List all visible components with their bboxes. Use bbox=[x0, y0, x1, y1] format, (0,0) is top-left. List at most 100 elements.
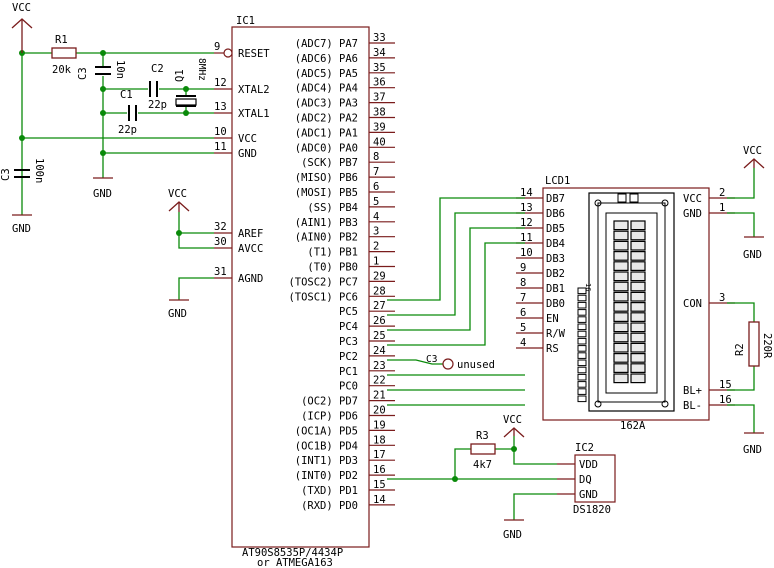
lcd-cell bbox=[630, 251, 646, 261]
gnd-symbol-agnd: GND bbox=[168, 299, 189, 320]
lcd-connector-pad bbox=[577, 345, 587, 352]
r2-value: 220R bbox=[761, 333, 773, 359]
capacitor-c3-10n: C3 10n bbox=[77, 60, 126, 80]
mcu-pin-name: (OC1A) PD5 bbox=[295, 425, 358, 437]
mcu-pin-name: AVCC bbox=[238, 243, 263, 255]
capacitor-c3-100n: C3 100n bbox=[0, 158, 45, 183]
lcd-connector-pad bbox=[577, 316, 587, 323]
mcu-pin-name: (INT1) PD3 bbox=[295, 455, 358, 467]
mcu-pin-number: 39 bbox=[373, 121, 386, 133]
mcu-pin-number: 11 bbox=[214, 141, 227, 153]
wires bbox=[21, 52, 755, 520]
r2-ref: R2 bbox=[734, 343, 746, 356]
mcu-pin-number: 30 bbox=[214, 236, 227, 248]
lcd-pin-number: 16 bbox=[719, 394, 732, 406]
lcd-cell bbox=[630, 302, 646, 312]
lcd-pin-name: DB3 bbox=[546, 253, 565, 265]
lcd-pin-number: 13 bbox=[520, 202, 533, 214]
c3-top-ref: C3 bbox=[77, 67, 89, 80]
unused-label: unused bbox=[457, 359, 495, 371]
c2-ref: C2 bbox=[151, 63, 164, 75]
mcu-pin-name: AGND bbox=[238, 273, 263, 285]
lcd-connector-pad bbox=[577, 330, 587, 338]
lcd-connector-pad bbox=[577, 373, 587, 381]
lcd-connector-pad bbox=[577, 309, 587, 316]
lcd-pin-number: 9 bbox=[520, 262, 526, 274]
mcu-pin-name: (T0) PB0 bbox=[307, 262, 358, 274]
lcd-pin-number: 1 bbox=[719, 202, 725, 214]
mcu-pin-name: (ADC4) PA4 bbox=[295, 83, 358, 95]
mcu-pin-name: PC2 bbox=[339, 351, 358, 363]
mcu-pin-number: 37 bbox=[373, 92, 386, 104]
capacitor-c1: C1 22p bbox=[118, 89, 137, 136]
r1-ref: R1 bbox=[55, 34, 68, 46]
lcd-connector-pads bbox=[577, 287, 587, 403]
mcu-pin-number: 31 bbox=[214, 266, 227, 278]
mcu-pin-name: (OC1B) PD4 bbox=[295, 440, 358, 452]
reset-inversion-bubble bbox=[223, 48, 233, 58]
sensor-ic2: IC2 DS1820 VDD DQ GND bbox=[557, 442, 616, 516]
mcu-pin-number: 3 bbox=[373, 226, 379, 238]
lcd-pin-name: BL- bbox=[683, 400, 702, 412]
lcd-pin-number: 6 bbox=[520, 307, 526, 319]
mcu-pin-name: (MISO) PB6 bbox=[295, 172, 358, 184]
mcu-pin-number: 2 bbox=[373, 241, 379, 253]
lcd-pin-number: 7 bbox=[520, 292, 526, 304]
mcu-pin-name: (AIN1) PB3 bbox=[295, 217, 358, 229]
mcu-pin-number: 29 bbox=[373, 270, 386, 282]
mcu-pin-name: (T1) PB1 bbox=[307, 247, 358, 259]
lcd-pin-number: 12 bbox=[520, 217, 533, 229]
lcd-connector-pad bbox=[577, 301, 587, 309]
mcu-pin-number: 12 bbox=[214, 77, 227, 89]
r3-value: 4k7 bbox=[473, 459, 492, 471]
lcd-cell bbox=[613, 261, 629, 271]
mcu-left-pins: 9RESET12XTAL213XTAL110VCC11GND32AREF30AV… bbox=[214, 41, 270, 285]
sensor-part: DS1820 bbox=[573, 504, 611, 516]
lcd-cell bbox=[630, 322, 646, 333]
lcd-part: 162A bbox=[620, 420, 646, 432]
lcd-cell bbox=[630, 312, 646, 322]
lcd-connector-pad bbox=[577, 381, 587, 388]
lcd-tab-right bbox=[629, 193, 639, 203]
lcd-pin-name: DB4 bbox=[546, 238, 565, 250]
lcd-connector-pad bbox=[577, 287, 587, 295]
lcd-ref: LCD1 bbox=[545, 175, 570, 187]
lcd-cell bbox=[613, 302, 629, 312]
lcd-cell bbox=[613, 251, 629, 261]
lcd-pin-name: DB5 bbox=[546, 223, 565, 235]
c3-left-value: 100n bbox=[33, 158, 45, 183]
mcu-pin-name: RESET bbox=[238, 48, 270, 60]
mcu-pin-name: (MOSI) PB5 bbox=[295, 187, 358, 199]
mcu-pin-name: VCC bbox=[238, 133, 257, 145]
lcd-cell bbox=[630, 220, 646, 231]
lcd-connector-pad bbox=[577, 323, 587, 331]
mcu-pin-name: (ADC5) PA5 bbox=[295, 68, 358, 80]
lcd-pin-name: BL+ bbox=[683, 385, 702, 397]
lcd-connector-pad bbox=[577, 352, 587, 359]
lcd-mount-holes bbox=[594, 199, 669, 408]
mcu-pin-name: PC1 bbox=[339, 366, 358, 378]
lcd-cell bbox=[630, 353, 646, 363]
svg-text:VCC: VCC bbox=[743, 145, 762, 157]
mcu-pin-name: PC4 bbox=[339, 321, 358, 333]
lcd-pin-number: 5 bbox=[520, 322, 526, 334]
lcd-connector-pad bbox=[577, 294, 587, 302]
mcu-pin-name: (TOSC1) PC6 bbox=[288, 291, 358, 303]
mcu-pin-name: XTAL2 bbox=[238, 84, 270, 96]
mcu-pin-number: 36 bbox=[373, 77, 386, 89]
mcu-pin-number: 4 bbox=[373, 211, 379, 223]
r1-value: 20k bbox=[52, 64, 72, 76]
c1-value: 22p bbox=[118, 124, 137, 136]
gnd-symbol-ds1820: GND bbox=[503, 519, 524, 541]
mcu-pin-number: 24 bbox=[373, 345, 386, 357]
lcd-cell bbox=[613, 342, 629, 353]
vcc-symbol-r3: VCC bbox=[503, 414, 525, 438]
mcu-pin-number: 23 bbox=[373, 360, 386, 372]
mcu-pin-name: PC3 bbox=[339, 336, 358, 348]
mcu-pin-number: 10 bbox=[214, 126, 227, 138]
lcd-cell bbox=[613, 271, 629, 282]
mcu-part-line2: or ATMEGA163 bbox=[257, 557, 333, 568]
mcu-pin-name: PC5 bbox=[339, 306, 358, 318]
lcd-cell bbox=[630, 363, 646, 373]
